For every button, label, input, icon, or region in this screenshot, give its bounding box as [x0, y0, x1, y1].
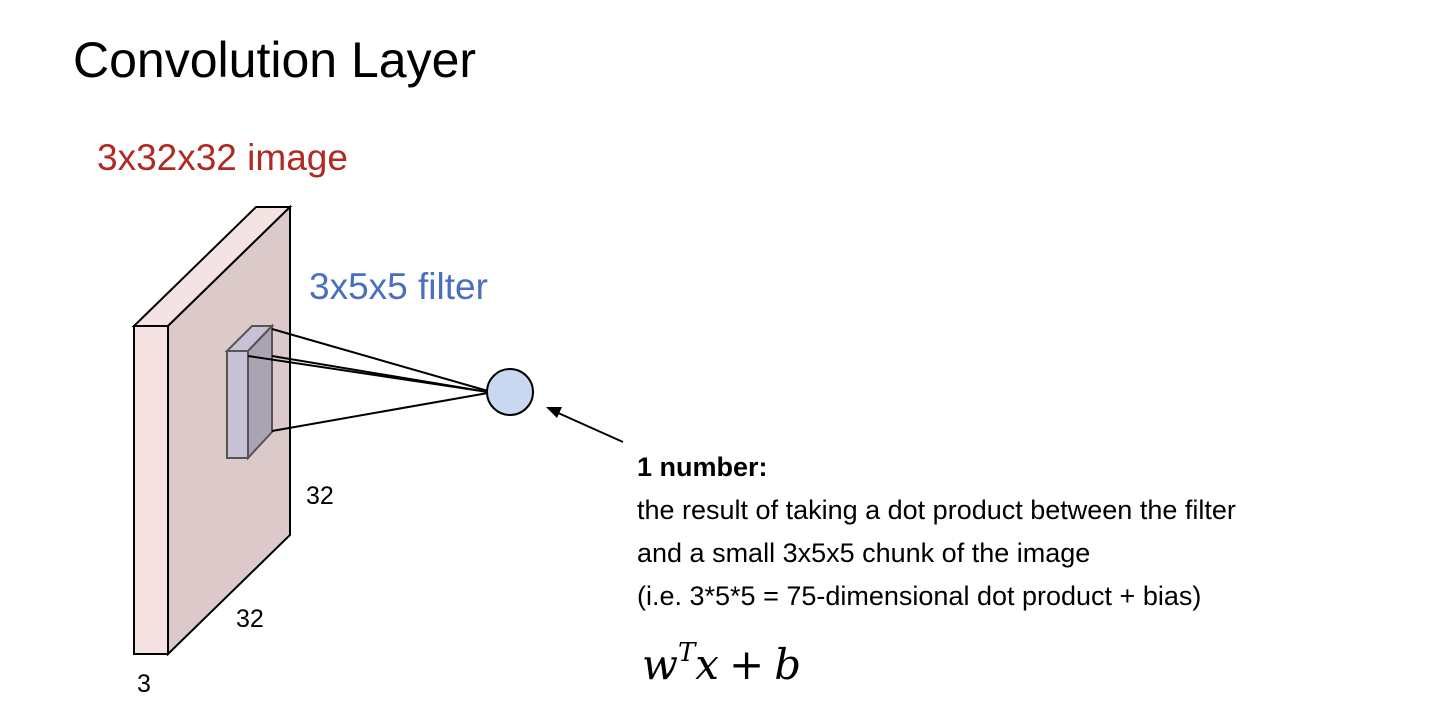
formula-w: w: [642, 640, 678, 689]
result-line-3: (i.e. 3*5*5 = 75-dimensional dot product…: [637, 581, 1202, 611]
filter-label: 3x5x5 filter: [309, 266, 488, 307]
width-dimension-label: 32: [236, 605, 264, 633]
connection-line-top: [271, 328, 489, 392]
filter-side-face: [226, 350, 249, 459]
formula-transpose: T: [677, 638, 696, 668]
connection-line-upper: [247, 355, 489, 393]
filter-box: [224, 323, 275, 461]
formula-plus: +: [728, 640, 765, 689]
formula-x: x: [695, 640, 719, 689]
output-neuron: [486, 368, 534, 416]
connection-line-bottom: [271, 392, 489, 432]
connection-lines: [247, 328, 489, 432]
result-heading: 1 number:: [637, 452, 768, 482]
pointer-arrow-shaft: [555, 411, 624, 443]
height-dimension-label: 32: [306, 482, 334, 510]
result-line-1: the result of taking a dot product betwe…: [637, 495, 1236, 525]
dot-product-formula: wTx+b: [642, 640, 801, 690]
formula-b: b: [774, 640, 802, 689]
result-line-2: and a small 3x5x5 chunk of the image: [637, 538, 1091, 568]
slide-title: Convolution Layer: [73, 32, 477, 88]
pointer-arrow: [546, 407, 624, 443]
volume-side-face: [133, 325, 169, 655]
image-label: 3x32x32 image: [97, 137, 348, 178]
pointer-arrow-head: [546, 407, 562, 418]
depth-dimension-label: 3: [137, 670, 151, 698]
result-description: 1 number: the result of taking a dot pro…: [637, 446, 1236, 618]
